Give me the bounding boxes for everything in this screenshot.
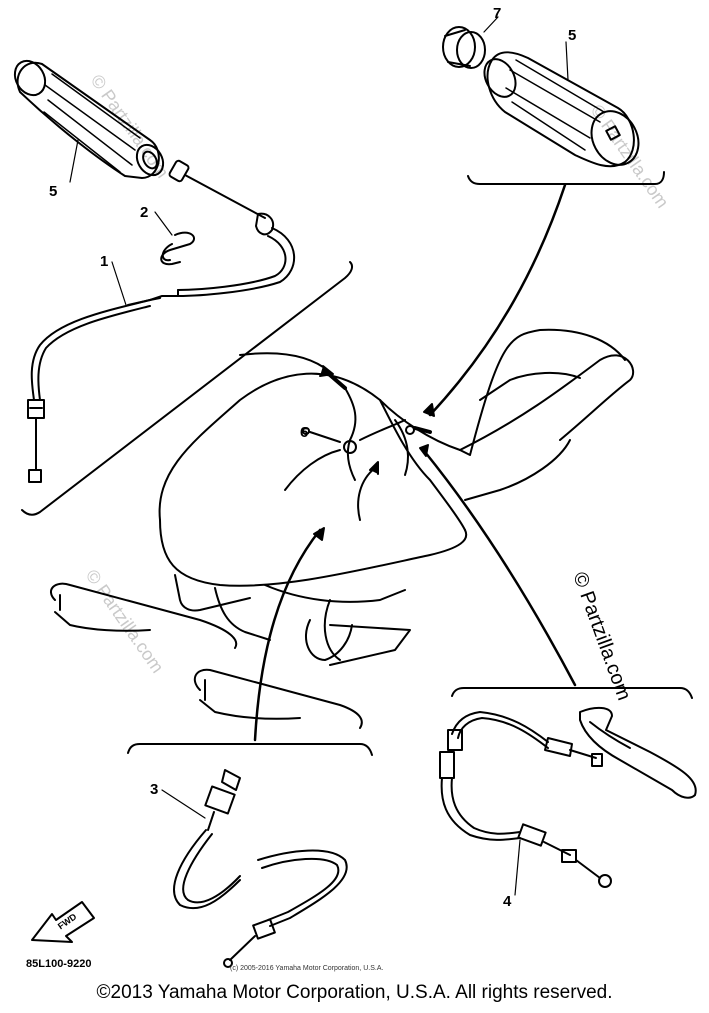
bottom-left-bracket-box	[127, 743, 373, 756]
callout-5-right: 5	[568, 27, 576, 44]
callout-3: 3	[150, 781, 158, 798]
throttle-cable-upper	[149, 159, 295, 301]
diagram-code: 85L100-9220	[26, 958, 91, 970]
callout-leaders	[69, 16, 569, 896]
small-copyright: (c) 2005-2016 Yamaha Motor Corporation, …	[230, 965, 383, 972]
cable-routing-arrows	[239, 183, 577, 742]
brake-cable-lever	[439, 706, 697, 888]
callout-numbers: 5 2 1 5 7 6 3 4	[49, 5, 576, 910]
fwd-arrow: FWD	[31, 901, 95, 943]
cable-clip	[160, 231, 195, 266]
bottom-right-bracket-box	[451, 687, 693, 699]
throttle-cable	[27, 297, 161, 483]
watermark-partzilla: © Partzilla.com	[568, 569, 635, 703]
watermark-faint-3: © Partzilla.com	[82, 566, 168, 677]
snowmobile-skis	[50, 582, 363, 729]
left-bracket-box	[21, 261, 354, 516]
snowmobile-body	[158, 328, 635, 666]
left-grip	[13, 59, 165, 179]
callout-4: 4	[503, 893, 512, 910]
right-collar	[442, 26, 486, 69]
fwd-label: FWD	[56, 911, 79, 931]
parts-diagram: © Partzilla.com © Partzilla.com © Partzi…	[13, 5, 697, 972]
choke-cable	[173, 769, 348, 968]
callout-2: 2	[140, 204, 148, 221]
footer-copyright: ©2013 Yamaha Motor Corporation, U.S.A. A…	[96, 982, 613, 1003]
right-bracket-box	[467, 171, 665, 185]
callout-1: 1	[100, 253, 108, 270]
callout-6: 6	[300, 424, 308, 441]
right-grip	[483, 51, 640, 168]
callout-7: 7	[493, 5, 501, 22]
callout-5-left: 5	[49, 183, 57, 200]
